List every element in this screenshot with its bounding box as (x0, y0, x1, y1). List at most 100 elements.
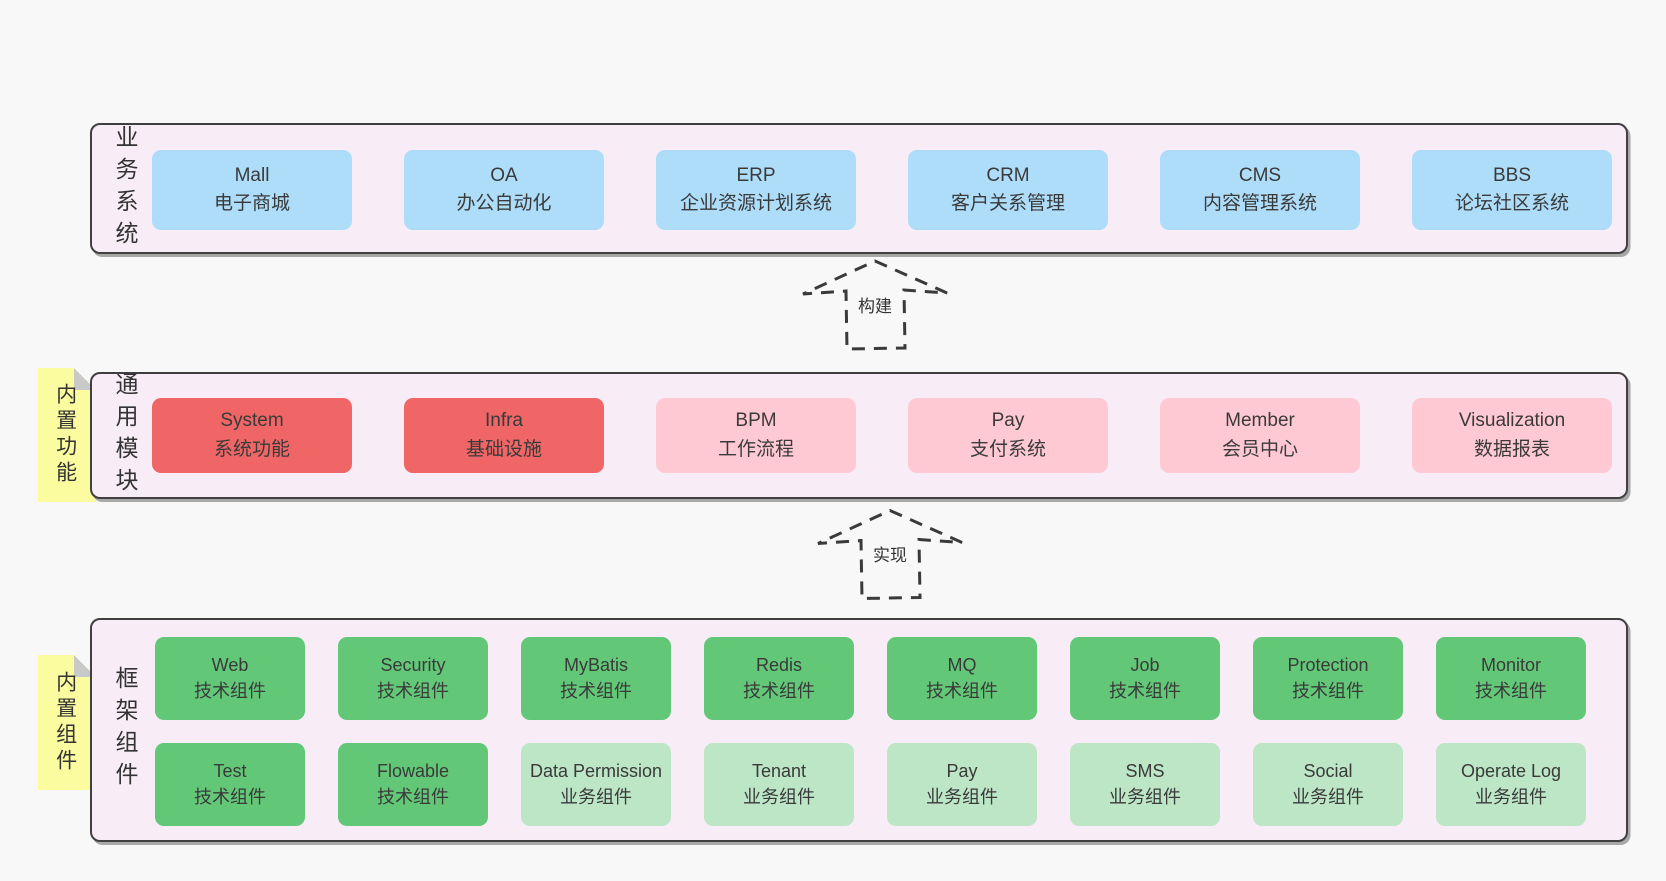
module-desc: 技术组件 (377, 786, 449, 807)
module-desc: 技术组件 (1292, 680, 1364, 701)
module-name: Visualization (1458, 410, 1566, 431)
module-name: Social (1303, 761, 1353, 782)
module-box-protection: Protection 技术组件 (1253, 637, 1403, 720)
module-name: MyBatis (563, 655, 628, 676)
module-box-member: Member 会员中心 (1160, 398, 1360, 473)
module-desc: 论坛社区系统 (1454, 193, 1569, 214)
module-box-flowable: Flowable 技术组件 (338, 743, 488, 826)
module-name: Mall (234, 164, 270, 186)
module-box-tenant: Tenant 业务组件 (704, 743, 854, 826)
module-name: Security (380, 655, 446, 676)
arrow-label: 构建 (855, 291, 895, 319)
module-name: Data Permission (529, 761, 663, 782)
module-desc: 业务组件 (1292, 786, 1364, 807)
module-desc: 技术组件 (926, 680, 998, 701)
module-name: Job (1130, 655, 1160, 676)
module-desc: 业务组件 (1109, 786, 1181, 807)
module-name: Member (1225, 410, 1295, 431)
module-name: System (220, 410, 284, 431)
module-desc: 技术组件 (377, 680, 449, 701)
module-name: BPM (735, 410, 777, 431)
module-name: CMS (1238, 164, 1282, 186)
module-desc: 技术组件 (560, 680, 632, 701)
module-desc: 支付系统 (969, 438, 1046, 460)
module-desc: 业务组件 (743, 786, 815, 807)
module-box-social: Social 业务组件 (1253, 743, 1403, 826)
module-name: BBS (1492, 164, 1532, 186)
module-box-bbs: BBS 论坛社区系统 (1412, 150, 1612, 230)
module-desc: 技术组件 (1475, 680, 1547, 701)
module-name: ERP (736, 164, 776, 186)
module-box-visualization: Visualization 数据报表 (1412, 398, 1612, 473)
module-box-system: System 系统功能 (152, 398, 352, 473)
module-box-security: Security 技术组件 (338, 637, 488, 720)
module-name: Pay (946, 761, 978, 782)
module-desc: 内容管理系统 (1202, 193, 1317, 214)
module-box-pay: Pay 支付系统 (908, 398, 1108, 473)
module-box-operate-log: Operate Log 业务组件 (1436, 743, 1586, 826)
module-box-test: Test 技术组件 (155, 743, 305, 826)
module-name: SMS (1125, 761, 1165, 782)
module-name: MQ (947, 655, 977, 676)
module-desc: 业务组件 (1475, 786, 1547, 807)
module-box-bpm: BPM 工作流程 (656, 398, 856, 473)
module-name: Operate Log (1460, 761, 1562, 782)
dashed-up-arrow-icon (817, 508, 963, 601)
module-box-redis: Redis 技术组件 (704, 637, 854, 720)
module-box-cms: CMS 内容管理系统 (1160, 150, 1360, 230)
module-name: Tenant (751, 761, 807, 782)
module-desc: 会员中心 (1221, 438, 1298, 460)
module-name: Redis (755, 655, 803, 676)
module-desc: 办公自动化 (456, 193, 552, 214)
band-label: 业务系统 (112, 124, 138, 253)
module-box-erp: ERP 企业资源计划系统 (656, 150, 856, 230)
module-desc: 基础设施 (465, 438, 542, 460)
module-box-sms: SMS 业务组件 (1070, 743, 1220, 826)
module-name: OA (490, 164, 518, 186)
module-box-monitor: Monitor 技术组件 (1436, 637, 1586, 720)
module-name: Flowable (376, 761, 450, 782)
module-desc: 业务组件 (560, 786, 632, 807)
arrow-label: 实现 (870, 539, 910, 567)
module-desc: 系统功能 (213, 438, 290, 460)
module-box-pay: Pay 业务组件 (887, 743, 1037, 826)
module-desc: 电子商城 (213, 193, 290, 214)
module-name: CRM (986, 164, 1030, 186)
module-box-job: Job 技术组件 (1070, 637, 1220, 720)
module-name: Protection (1287, 655, 1369, 676)
implement-arrow: 实现 (815, 503, 965, 605)
module-desc: 技术组件 (194, 786, 266, 807)
sticky-note-label: 内置功能 (53, 383, 77, 487)
module-name: Monitor (1480, 655, 1542, 676)
module-desc: 工作流程 (717, 438, 794, 460)
module-box-mall: Mall 电子商城 (152, 150, 352, 230)
module-name: Pay (991, 410, 1025, 431)
module-box-mq: MQ 技术组件 (887, 637, 1037, 720)
module-box-web: Web 技术组件 (155, 637, 305, 720)
module-name: Infra (484, 410, 524, 431)
sticky-note-built-in-components: 内置组件 (38, 655, 96, 790)
module-name: Web (211, 655, 249, 676)
module-desc: 技术组件 (194, 680, 266, 701)
module-name: Test (213, 761, 247, 782)
band-label: 通用模块 (112, 371, 138, 500)
module-box-mybatis: MyBatis 技术组件 (521, 637, 671, 720)
module-desc: 业务组件 (926, 786, 998, 807)
band-label: 框架组件 (112, 666, 138, 794)
module-desc: 数据报表 (1473, 438, 1550, 460)
module-box-infra: Infra 基础设施 (404, 398, 604, 473)
sticky-note-built-in-features: 内置功能 (38, 368, 96, 502)
module-desc: 企业资源计划系统 (679, 193, 832, 214)
module-box-data-permission: Data Permission 业务组件 (521, 743, 671, 826)
module-desc: 技术组件 (1109, 680, 1181, 701)
module-row: System 系统功能 Infra 基础设施 BPM 工作流程 Pay 支付系统 Member 会… (152, 398, 1612, 473)
band-common-modules: 通用模块 System 系统功能 Infra 基础设施 BPM 工作流程 Pay 支付系统 Me… (90, 371, 1628, 500)
module-box-oa: OA 办公自动化 (404, 150, 604, 230)
module-desc: 技术组件 (743, 680, 815, 701)
